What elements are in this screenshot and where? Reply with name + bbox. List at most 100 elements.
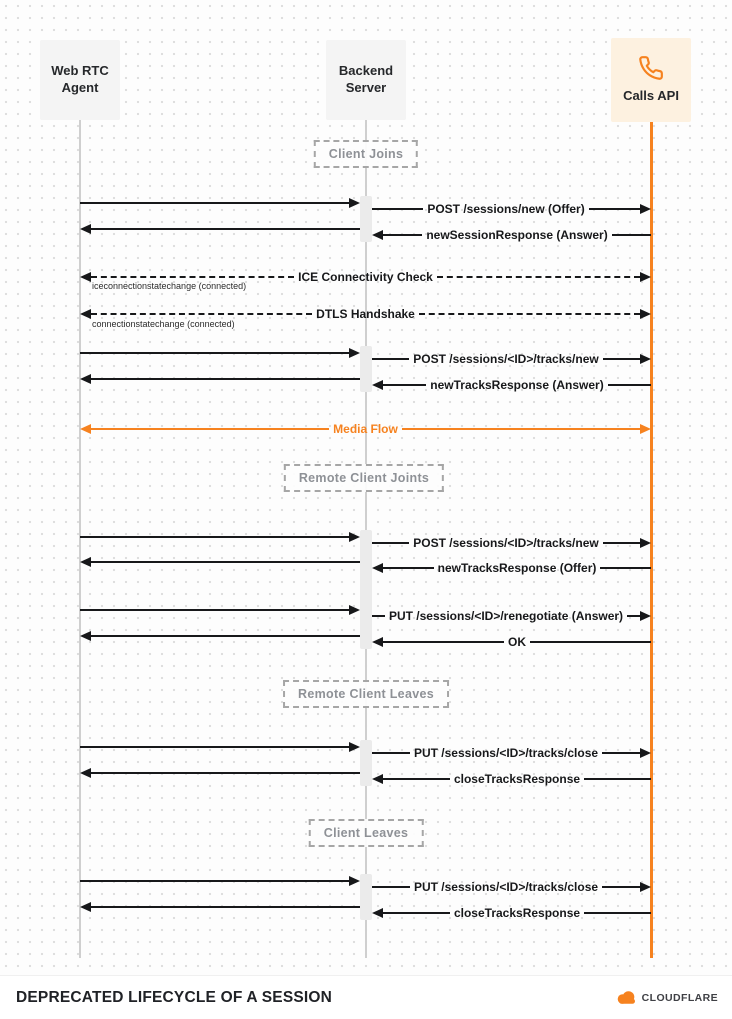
message-line: [372, 615, 385, 617]
message-label: PUT /sessions/<ID>/tracks/close: [413, 880, 599, 894]
arrowhead-left-icon: [80, 768, 91, 778]
message-line: [91, 772, 360, 774]
message-label: PUT /sessions/<ID>/renegotiate (Answer): [388, 609, 624, 623]
message-line: [80, 880, 349, 882]
activation-bar: [360, 196, 372, 242]
arrowhead-left-icon: [372, 230, 383, 240]
arrowhead-left-icon: [80, 272, 91, 282]
actor-box-webrtc: Web RTC Agent: [40, 40, 120, 120]
message-arrow: [80, 221, 360, 237]
message-line: [530, 641, 651, 643]
message-line: [91, 635, 360, 637]
arrowhead-left-icon: [372, 637, 383, 647]
message-line: [372, 886, 410, 888]
phase-label: Client Leaves: [308, 819, 424, 847]
arrowhead-right-icon: [349, 198, 360, 208]
message-line: [607, 384, 651, 386]
message-arrow: [80, 739, 360, 755]
message-arrow: closeTracksResponse: [372, 905, 652, 921]
message-arrow: POST /sessions/new (Offer): [372, 201, 651, 217]
message-line: [80, 536, 349, 538]
arrowhead-right-icon: [640, 611, 652, 621]
arrowhead-right-icon: [640, 354, 652, 364]
message-line: [611, 234, 652, 236]
arrowhead-left-icon: [80, 557, 91, 567]
message-label: OK: [508, 635, 526, 649]
cloudflare-logo: CLOUDFLARE: [616, 991, 718, 1004]
message-label: POST /sessions/<ID>/tracks/new: [413, 352, 599, 366]
message-arrow: [80, 765, 360, 781]
message-line: [91, 906, 360, 908]
message-arrow: [80, 529, 360, 545]
arrowhead-left-icon: [80, 224, 91, 234]
message-line: [80, 202, 349, 204]
message-arrow: Media Flow: [80, 421, 652, 437]
message-line: [383, 778, 450, 780]
message-line: [80, 609, 349, 611]
message-label: DTLS Handshake: [316, 307, 415, 321]
message-line: [372, 358, 410, 360]
activation-bar: [360, 874, 372, 920]
arrowhead-left-icon: [372, 380, 383, 390]
message-line: [91, 378, 360, 380]
arrowhead-right-icon: [349, 876, 360, 886]
arrowhead-right-icon: [640, 272, 652, 282]
message-arrow: OK: [372, 634, 651, 650]
message-label: PUT /sessions/<ID>/tracks/close: [413, 746, 599, 760]
arrowhead-right-icon: [640, 748, 652, 758]
arrowhead-right-icon: [349, 348, 360, 358]
event-note: connectionstatechange (connected): [92, 319, 235, 329]
actor-box-backend: Backend Server: [326, 40, 406, 120]
lifeline-calls: [650, 122, 653, 958]
arrowhead-left-icon: [80, 424, 91, 434]
message-line: [372, 208, 424, 210]
message-line: [91, 428, 330, 430]
message-line: [383, 641, 504, 643]
message-arrow: POST /sessions/<ID>/tracks/new: [372, 351, 652, 367]
message-line: [602, 886, 641, 888]
message-line: [80, 746, 349, 748]
message-label: Media Flow: [333, 422, 398, 436]
message-line: [602, 358, 641, 360]
message-arrow: [80, 899, 360, 915]
message-arrow: [80, 602, 360, 618]
diagram-title: DEPRECATED LIFECYCLE OF A SESSION: [16, 988, 333, 1006]
message-line: [602, 752, 641, 754]
message-arrow: PUT /sessions/<ID>/tracks/close: [372, 745, 652, 761]
message-arrow: [80, 873, 360, 889]
message-label: newTracksResponse (Offer): [437, 561, 597, 575]
actor-box-calls: Calls API: [611, 38, 691, 122]
arrowhead-right-icon: [640, 538, 652, 548]
message-line: [401, 428, 641, 430]
message-arrow: ICE Connectivity Check: [80, 269, 652, 285]
message-label: ICE Connectivity Check: [298, 270, 433, 284]
phase-label: Remote Client Joints: [283, 464, 445, 492]
message-arrow: PUT /sessions/<ID>/renegotiate (Answer): [372, 608, 652, 624]
message-label: closeTracksResponse: [453, 906, 581, 920]
message-line: [372, 752, 410, 754]
message-line: [588, 208, 640, 210]
message-arrow: DTLS Handshake: [80, 306, 652, 322]
arrowhead-right-icon: [349, 532, 360, 542]
message-line: [91, 561, 360, 563]
message-arrow: [80, 345, 360, 361]
message-line: [91, 276, 295, 278]
arrowhead-left-icon: [372, 774, 383, 784]
message-line: [383, 384, 427, 386]
lifeline-webrtc: [79, 120, 81, 958]
event-note: iceconnectionstatechange (connected): [92, 281, 247, 291]
message-line: [383, 567, 434, 569]
actor-label-calls: Calls API: [623, 88, 679, 104]
phone-icon: [638, 55, 664, 81]
message-arrow: newTracksResponse (Offer): [372, 560, 651, 576]
arrowhead-right-icon: [349, 605, 360, 615]
message-label: POST /sessions/new (Offer): [427, 202, 585, 216]
footer-bar: DEPRECATED LIFECYCLE OF A SESSION CLOUDF…: [0, 975, 732, 1019]
message-arrow: [80, 371, 360, 387]
activation-bar: [360, 530, 372, 649]
message-line: [372, 542, 410, 544]
message-label: newTracksResponse (Answer): [430, 378, 604, 392]
arrowhead-right-icon: [349, 742, 360, 752]
message-line: [436, 276, 641, 278]
